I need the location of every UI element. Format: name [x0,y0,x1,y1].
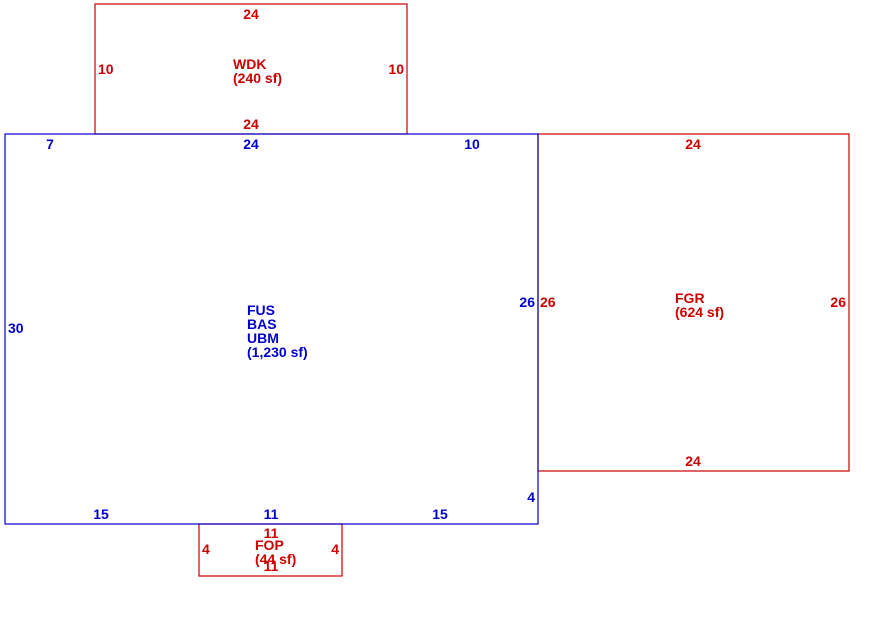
fgr-dim-right: 26 [830,294,846,310]
main-dim-top-mid: 24 [243,136,259,152]
main-dim-left: 30 [8,320,24,336]
fop-dim-bottom: 11 [264,558,279,574]
main-dim-right: 26 [519,294,535,310]
main-dim-bottom-right: 15 [432,506,448,522]
main-dim-bottom-left: 15 [93,506,109,522]
main-outline [4,133,539,525]
main-dim-top-left: 7 [46,136,54,152]
wdk-dim-right: 10 [388,61,404,77]
wdk-area: (240 sf) [233,70,282,86]
main-dim-right-lower: 4 [527,489,535,505]
fop-area: (44 sf) [255,551,296,567]
main-code-ubm: UBM [247,330,279,346]
fop-dim-left: 4 [202,541,210,557]
wdk-dim-left: 10 [98,61,114,77]
wdk-code: WDK [233,56,266,72]
main-dim-bottom-mid: 11 [264,506,279,522]
fop-dim-top: 11 [264,525,279,541]
area-fop: 11 4 4 11 FOP (44 sf) [198,523,343,577]
main-area: (1,230 sf) [247,344,308,360]
fgr-dim-left: 26 [540,294,556,310]
wdk-dim-top: 24 [243,6,259,22]
main-dim-top-right: 10 [464,136,480,152]
fop-dim-right: 4 [331,541,339,557]
fgr-dim-top: 24 [685,136,701,152]
wdk-dim-bottom: 24 [243,116,259,132]
main-code-fus: FUS [247,302,275,318]
fgr-code: FGR [675,290,705,306]
fgr-area: (624 sf) [675,304,724,320]
main-code-bas: BAS [247,316,277,332]
area-wdk: 24 10 10 24 WDK (240 sf) [94,3,408,135]
area-fgr: 24 26 26 24 FGR (624 sf) [537,133,850,472]
fgr-dim-bottom: 24 [685,453,701,469]
area-main: 7 24 10 30 26 4 15 11 15 FUS BAS UBM (1,… [4,133,539,525]
fop-code: FOP [255,537,284,553]
